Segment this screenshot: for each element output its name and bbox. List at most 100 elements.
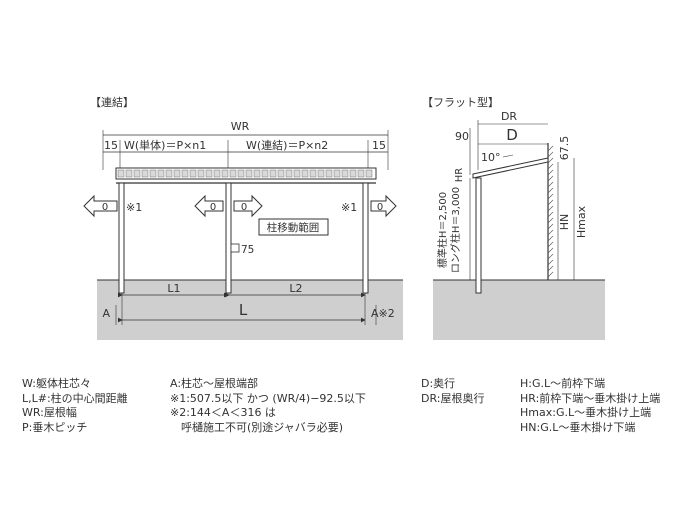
zero-label-1: 0 [102,202,108,213]
wall-hatch-line [547,199,554,206]
l1-label: L1 [167,282,180,295]
roof-cell [197,169,205,178]
hn-label: HN [558,214,571,231]
roof-cell [229,169,237,178]
legend-item: WR:屋根幅 [22,406,77,419]
std-post-label: 標準柱H＝2,500 [436,192,449,268]
post-right [362,182,369,294]
roof-cell [325,169,333,178]
roof-cell [133,169,141,178]
roof-cell [221,169,229,178]
wall-hatch-line [547,169,554,176]
roof-cell [189,169,197,178]
a-left-label: A [102,307,110,320]
dim-15-left: 15 [104,139,118,152]
roof-cell [365,169,373,178]
arrow-middle-right [233,194,263,218]
section-title-flat: 【フラット型】 [422,95,499,109]
wall-hatch-line [547,151,554,158]
angle-label: 10° [481,151,501,164]
wall-hatch-line [547,205,554,212]
roof-cell [245,169,253,178]
arrow-middle-left [194,194,224,218]
ground-right [433,280,605,340]
roof-cell [309,169,317,178]
roof-cell [285,169,293,178]
legend-col-2: A:柱芯～屋根端部 ※1:507.5以下 かつ (WR/4)−92.5以下 ※2… [170,377,366,435]
wall-hatch-line [547,193,554,200]
dim-15-right: 15 [372,139,386,152]
roof-cells [117,169,373,178]
wall-hatch-line [547,247,554,254]
wall-hatch-line [547,217,554,224]
wall-hatch-line [547,241,554,248]
roof-cell [333,169,341,178]
roof-cell [301,169,309,178]
d-label: D [506,126,518,144]
hr-label: HR [454,168,465,183]
roof-cell [317,169,325,178]
post-middle [225,182,232,294]
roof-cell [141,169,149,178]
dim-67-5-label: 67.5 [558,136,571,161]
l2-label: L2 [289,282,302,295]
roof-cell [157,169,165,178]
legend-col-4: H:G.L～前枠下端 HR:前枠下端～垂木掛け上端 Hmax:G.L～垂木掛け上… [520,377,660,435]
legend-item: HR:前枠下端～垂木掛け上端 [520,391,661,405]
legend-item: DR:屋根奥行 [421,391,485,405]
roof-cell [357,169,365,178]
wall-hatch-line [547,253,554,260]
roof-cell [253,169,261,178]
wall-hatch [547,145,554,278]
roof-cell [117,169,125,178]
wall-hatch-line [547,265,554,272]
l-label: L [239,301,248,319]
w-linked-label: W(連結)＝P×n2 [246,138,328,152]
wall-hatch-line [547,175,554,182]
wall-hatch-line [547,181,554,188]
roof-cell [213,169,221,178]
flat-roof [472,157,549,179]
wall-hatch-line [547,163,554,170]
w-single-label: W(単体)＝P×n1 [124,138,206,152]
a-right-label: A※2 [371,307,395,320]
wall-hatch-line [547,259,554,266]
legend-item: ※2:144＜A＜316 は [170,406,276,419]
wall-hatch-line [547,223,554,230]
legend-col-3: D:奥行 DR:屋根奥行 [421,377,484,406]
arrow-left-outer [83,194,118,218]
section-title-linked: 【連結】 [90,95,134,109]
movable-range-box [258,218,329,236]
legend-item: HN:G.L～垂木掛け下端 [520,420,636,434]
roof-cell [341,169,349,178]
roof-cell [237,169,245,178]
legend-item: D:奥行 [421,377,456,390]
arrow-right-outer [370,194,397,218]
wr-label: WR [231,120,250,133]
note1-left: ※1 [126,201,142,214]
roof-cell [269,169,277,178]
zero-label-2: 0 [210,202,216,213]
hmax-label: Hmax [575,205,588,238]
movable-range-label: 柱移動範囲 [267,221,320,234]
legend-item: A:柱芯～屋根端部 [170,377,259,390]
post-left [118,182,125,294]
roof-cell [165,169,173,178]
legend-item: ※1:507.5以下 かつ (WR/4)−92.5以下 [170,391,366,405]
post-size-label: 75 [241,244,254,256]
roof-cell [261,169,269,178]
legend-item: 呼樋施工不可(別途ジャバラ必要) [170,420,344,434]
zero-label-4: 0 [377,202,383,213]
roof-cell [181,169,189,178]
long-post-label: ロング柱H＝3,000 [449,187,462,273]
wall-hatch-line [547,271,554,278]
legend-col-1: W:躯体柱芯々 L,L#:柱の中心間距離 WR:屋根幅 P:垂木ピッチ [22,377,128,435]
legend-item: W:躯体柱芯々 [22,377,91,390]
dim-90-label: 90 [455,130,469,143]
roof-cell [205,169,213,178]
legend-item: L,L#:柱の中心間距離 [22,391,128,405]
wall-hatch-line [547,145,554,152]
legend-item: Hmax:G.L～垂木掛け上端 [520,406,652,419]
zero-label-3: 0 [241,202,247,213]
flat-post [475,177,482,294]
